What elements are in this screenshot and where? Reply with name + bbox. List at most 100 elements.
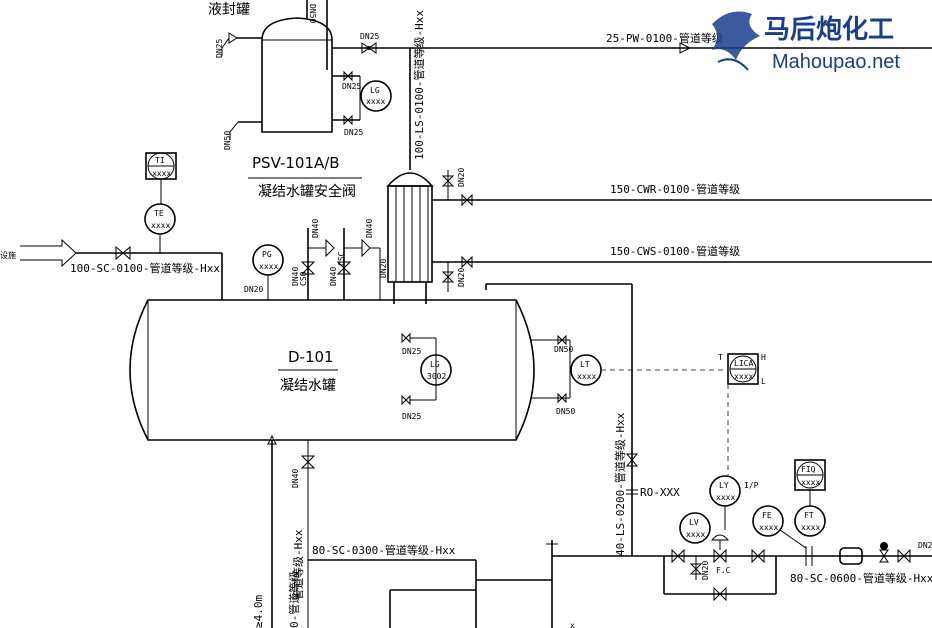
- svg-text:LICA: LICA: [734, 359, 753, 368]
- dn25-seal-top: DN25: [360, 32, 379, 41]
- svg-text:LT: LT: [580, 360, 590, 369]
- pg-instrument[interactable]: PG xxxx: [252, 244, 284, 276]
- dn40-psv-d: DN40: [329, 267, 338, 286]
- vessel-tag: D-101: [288, 348, 334, 366]
- dn50-lt-top: DN50: [554, 345, 573, 354]
- watermark-cn: 马后炮化工: [764, 14, 894, 45]
- svg-text:PG: PG: [262, 250, 272, 259]
- svg-text:xxxx: xxxx: [577, 372, 596, 381]
- csc-label: CSC: [337, 251, 346, 266]
- fc-label: F.C: [716, 566, 731, 575]
- svg-text:xxxx: xxxx: [686, 530, 705, 539]
- dn25-seal-lg-top: DN25: [342, 82, 361, 91]
- dn40-psv-a: DN40: [311, 219, 320, 238]
- lg-vessel-instrument[interactable]: LG 3002: [420, 354, 452, 386]
- seal-tank-piping: [221, 32, 436, 140]
- dn25-lg-bottom: DN25: [402, 412, 421, 421]
- inlet-label: 设施: [0, 250, 16, 260]
- svg-text:FT: FT: [804, 511, 814, 520]
- svg-text:FE: FE: [762, 511, 772, 520]
- lt-piping: [530, 334, 571, 404]
- psv-valves: [300, 228, 381, 300]
- pw-line-label: 25-PW-0100-管道等级: [606, 31, 723, 45]
- lv-instrument[interactable]: LV xxxx: [679, 512, 711, 544]
- svg-text:LG: LG: [370, 86, 380, 95]
- dn25-seal-lg-bottom: DN25: [344, 128, 363, 137]
- ti-instrument[interactable]: TI xxxx: [145, 152, 177, 180]
- fiq-instrument[interactable]: FIQ xxxx: [794, 459, 826, 491]
- svg-text:LY: LY: [719, 481, 729, 490]
- ro-label: RO-XXX: [640, 486, 680, 499]
- ls100-label: 100-LS-0100-管道等级-Hxx: [412, 10, 426, 160]
- left-elev-label: 0-管道等级: [287, 571, 301, 628]
- ls200-label: 40-LS-0200-管道等级-Hxx: [613, 412, 627, 556]
- vessel-d101: [129, 299, 535, 441]
- te-instrument[interactable]: TE xxxx: [144, 203, 176, 235]
- dn25-lg-top: DN25: [402, 347, 421, 356]
- left-vert-label: 管道等级-Hxx: [291, 529, 305, 600]
- cooling-water-lines: [432, 170, 932, 292]
- svg-text:xxxx: xxxx: [716, 493, 735, 502]
- seal-tank: [261, 0, 333, 133]
- sc100-label: 100-SC-0100-管道等级-Hxx: [70, 261, 220, 275]
- dn40-outlet: DN40: [291, 469, 300, 488]
- dn20-cwr: DN20: [457, 168, 466, 187]
- svg-text:3002: 3002: [427, 372, 446, 381]
- dn25-seal-left: DN25: [215, 39, 224, 58]
- cso-label: CSO: [299, 271, 308, 286]
- lg-vessel-piping: [401, 332, 437, 406]
- sc600-label: 80-SC-0600-管道等级-Hxx: [790, 571, 932, 585]
- dn50-seal-left: DN50: [223, 131, 232, 150]
- ip-label: I/P: [744, 481, 759, 490]
- lg-seal-instrument[interactable]: LG xxxx: [360, 80, 392, 112]
- lt-instrument[interactable]: LT xxxx: [570, 354, 602, 386]
- cwr-label: 150-CWR-0100-管道等级: [610, 182, 740, 196]
- svg-text:xxxx: xxxx: [259, 262, 278, 271]
- dn20-cws: DN20: [457, 268, 466, 287]
- dn20-bypass: DN20: [701, 561, 710, 580]
- svg-text:LG: LG: [430, 360, 440, 369]
- svg-text:TI: TI: [155, 156, 165, 165]
- watermark-logo: [712, 11, 760, 71]
- psv-tag: PSV-101A/B: [252, 154, 340, 172]
- svg-text:FIQ: FIQ: [801, 465, 816, 474]
- vessel-outlet: [267, 434, 558, 628]
- lica-l: L: [761, 377, 766, 386]
- lica-t: T: [718, 353, 723, 362]
- svg-text:TE: TE: [154, 209, 164, 218]
- dn40-psv-c: DN40: [291, 267, 300, 286]
- svg-text:xxxx: xxxx: [759, 523, 778, 532]
- watermark-en: Mahoupao.net: [772, 51, 900, 73]
- svg-text:xxxx: xxxx: [801, 523, 820, 532]
- svg-text:xxxx: xxxx: [152, 169, 171, 178]
- sc300-label: 80-SC-0300-管道等级-Hxx: [312, 543, 456, 557]
- control-valve-station: [552, 534, 932, 602]
- dn50-lt-bottom: DN50: [556, 407, 575, 416]
- svg-text:xxxx: xxxx: [734, 372, 753, 381]
- inlet-line: [20, 234, 223, 300]
- vessel-name: 凝结水罐: [280, 378, 336, 394]
- cws-label: 150-CWS-0100-管道等级: [610, 244, 740, 258]
- elev-label: ≥4.0m: [252, 595, 265, 628]
- lica-h: H: [761, 353, 766, 362]
- svg-text:LV: LV: [689, 518, 699, 527]
- psv-name: 凝结水罐安全阀: [258, 183, 356, 200]
- svg-text:xxxx: xxxx: [801, 478, 820, 487]
- svg-text:xxxx: xxxx: [366, 97, 385, 106]
- dn20-psv: DN20: [379, 259, 388, 278]
- svg-text:xxxx: xxxx: [151, 221, 170, 230]
- lica-instrument[interactable]: LICA xxxx: [727, 353, 759, 385]
- ft-instrument[interactable]: FT xxxx: [794, 505, 826, 537]
- fe-instrument[interactable]: FE xxxx: [752, 505, 784, 537]
- ly-instrument[interactable]: LY xxxx: [709, 475, 741, 507]
- seal-tank-label: 液封罐: [208, 2, 250, 18]
- x-mark: x: [570, 621, 575, 628]
- dn2-label: DN2: [918, 541, 932, 550]
- condenser: [386, 172, 434, 304]
- dn40-psv-b: DN40: [365, 219, 374, 238]
- ls200-line: [485, 283, 639, 556]
- dn50-top-label: DN50: [308, 4, 317, 23]
- dn20-pg: DN20: [244, 285, 263, 294]
